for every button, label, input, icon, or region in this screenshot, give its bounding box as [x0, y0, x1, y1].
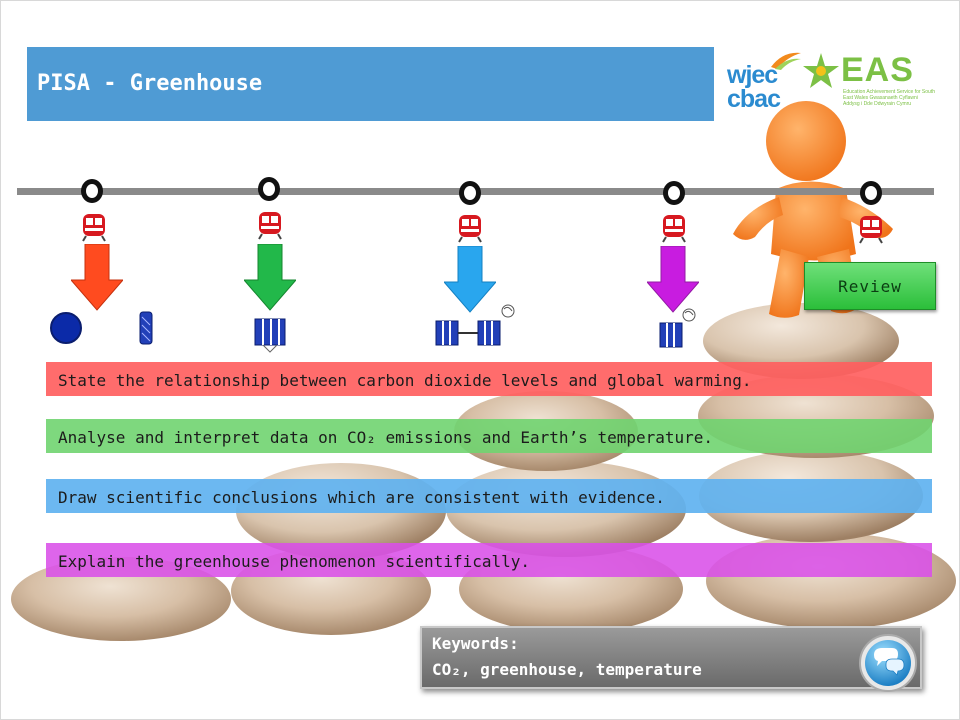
timeline-stop[interactable] — [860, 181, 882, 205]
objective-bar-1 — [46, 362, 932, 396]
train-icon — [859, 216, 883, 244]
objective-text-1: State the relationship between carbon di… — [58, 371, 752, 390]
molecule-icon — [254, 318, 286, 353]
chat-bubbles-icon[interactable] — [856, 633, 920, 693]
page-title: PISA - Greenhouse — [37, 71, 263, 96]
train-icon — [458, 215, 482, 243]
timeline-stop[interactable] — [663, 181, 685, 205]
wjec-logo: wjec cbac — [727, 61, 781, 113]
down-arrow-icon[interactable] — [444, 246, 496, 314]
cylinder-icon — [139, 311, 153, 345]
eas-star-icon — [803, 53, 839, 88]
train-icon — [258, 212, 282, 240]
keywords-heading: Keywords: — [432, 634, 519, 653]
review-button[interactable]: Review — [804, 262, 936, 310]
title-bar: PISA - Greenhouse — [27, 47, 714, 121]
molecule-icon — [435, 304, 515, 346]
timeline-stop[interactable] — [81, 179, 103, 203]
eas-subtitle: Education Achievement Service for South … — [843, 89, 935, 107]
logos: wjec cbac EAS Education Achievement Serv… — [723, 49, 935, 123]
objective-text-3: Draw scientific conclusions which are co… — [58, 488, 665, 507]
molecule-icon — [659, 308, 696, 348]
down-arrow-icon[interactable] — [244, 244, 296, 312]
keywords-box: Keywords: CO₂, greenhouse, temperature — [420, 626, 922, 689]
wjec-swoosh-icon — [771, 52, 801, 70]
objective-bar-4 — [46, 543, 932, 577]
objective-bar-2 — [46, 419, 932, 453]
circle-icon — [50, 312, 82, 344]
objective-bar-3 — [46, 479, 932, 513]
objective-text-2: Analyse and interpret data on CO₂ emissi… — [58, 428, 714, 447]
eas-logo: EAS — [841, 51, 914, 89]
keywords-list: CO₂, greenhouse, temperature — [432, 660, 702, 679]
down-arrow-icon[interactable] — [71, 244, 123, 312]
train-icon — [662, 215, 686, 243]
down-arrow-icon[interactable] — [647, 246, 699, 314]
timeline-stop[interactable] — [459, 181, 481, 205]
train-icon — [82, 214, 106, 242]
timeline-stop[interactable] — [258, 177, 280, 201]
objective-text-4: Explain the greenhouse phenomenon scient… — [58, 552, 531, 571]
